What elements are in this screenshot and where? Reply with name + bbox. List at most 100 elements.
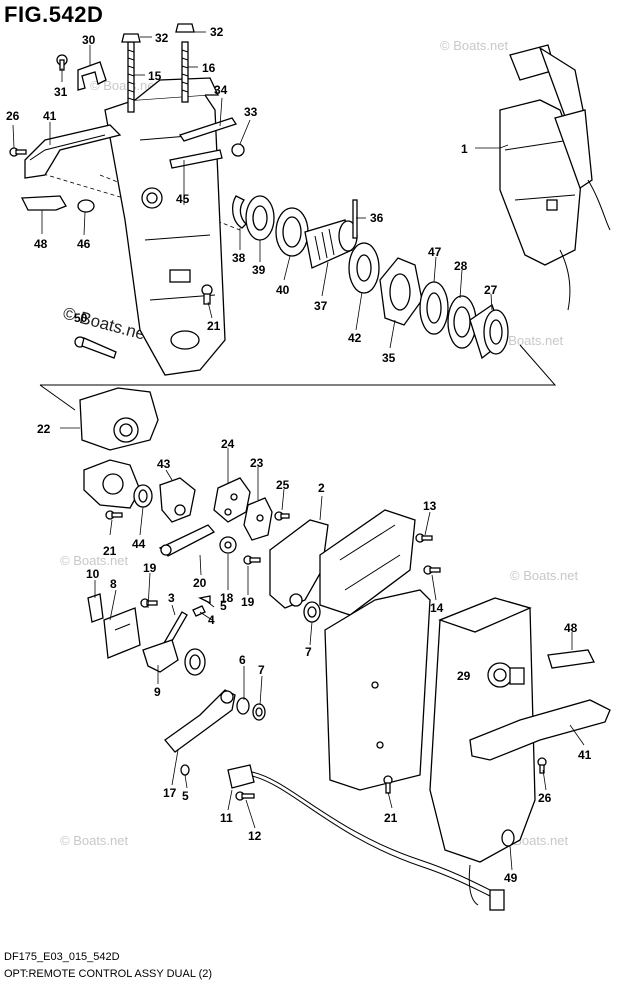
lever-20 [158,524,216,557]
callout-44: 44 [132,537,146,551]
figure-caption: OPT:REMOTE CONTROL ASSY DUAL (2) [4,968,213,980]
watermark-text: © Boats.net [440,38,509,53]
callout-24: 24 [221,437,235,451]
callout-31: 31 [54,85,68,99]
cam-35 [379,257,423,326]
bolt-21-lower-left [105,510,123,520]
section-divider [39,384,76,411]
stud-16 [175,23,195,103]
callout-45: 45 [176,192,190,206]
callout-7: 7 [258,663,265,677]
callout-49: 49 [504,871,518,885]
bushing-29 [184,648,206,676]
watermark-text: © Boats.net [60,553,129,568]
washer-39 [245,195,275,241]
leader-lines [12,31,585,871]
rod-34 [178,117,238,142]
bracket-arm-41 [24,124,122,179]
callout-20: 20 [193,576,207,590]
bushing-49 [501,829,515,847]
bolt-25 [274,511,290,521]
callout-21: 21 [384,811,398,825]
callout-46: 46 [77,237,91,251]
callout-38: 38 [232,251,246,265]
callout-5: 5 [182,789,189,803]
callout-30: 30 [82,33,96,47]
callout-35: 35 [382,351,396,365]
callout-13: 13 [423,499,437,513]
callout-32: 32 [155,31,169,45]
callout-4: 4 [208,613,215,627]
callout-16: 16 [202,61,216,75]
callout-36: 36 [370,211,384,225]
bolt-26-upper [9,147,27,157]
remote-control-unit-1 [499,44,611,311]
housing-part-lower [83,459,141,509]
bracket-10 [87,593,104,623]
bolt-21-lower-mid [383,775,393,794]
plate-48-lower [547,649,595,669]
collar-28 [447,295,477,349]
callout-19: 19 [241,595,255,609]
bracket-8 [103,607,141,659]
cap-27 [469,303,509,360]
bolt-14 [423,565,441,575]
callout-26: 26 [6,109,20,123]
bolt-19-left [140,598,158,608]
housing-plate-22 [79,387,159,451]
screw-12 [235,791,255,801]
callout-41: 41 [578,748,592,762]
callout-19: 19 [143,561,157,575]
plate-48-upper [20,195,67,211]
bushing-46 [77,199,95,213]
bolt-26-lower [537,757,547,774]
washer-42 [348,242,380,294]
pin-36 [352,199,358,239]
callout-5: 5 [220,599,227,613]
bolt-31 [56,54,68,71]
bushing-44 [133,484,153,508]
callout-37: 37 [314,299,328,313]
callout-29: 29 [457,669,471,683]
callout-3: 3 [168,591,175,605]
callout-27: 27 [484,283,498,297]
clip-5-upper [198,595,211,605]
callout-11: 11 [220,811,233,825]
callout-21: 21 [207,319,221,333]
callout-41: 41 [43,109,57,123]
callout-9: 9 [154,685,161,699]
clip-30 [77,61,107,91]
callout-48: 48 [564,621,578,635]
callout-7: 7 [305,645,312,659]
lever-arm-17 [164,689,236,753]
callout-47: 47 [428,245,442,259]
clip-4 [192,605,206,617]
bracket-arm-41-lower [469,699,611,761]
spring-clip-38 [231,195,247,229]
shaft-37 [304,219,358,269]
bolt-13 [415,533,433,543]
stud-15 [121,33,141,113]
callout-21: 21 [103,544,117,558]
ring-47 [419,281,449,335]
control-box-lower [429,597,536,906]
figure-code: DF175_E03_015_542D [4,951,120,963]
callout-17: 17 [163,786,177,800]
callout-33: 33 [244,105,258,119]
lever-2 [269,519,329,609]
callout-25: 25 [276,478,290,492]
washer-18 [219,536,237,554]
callout-15: 15 [148,69,162,83]
callout-40: 40 [276,283,290,297]
cam-plate-23 [243,497,273,541]
bracket-43 [159,477,196,523]
washer-6 [236,697,250,715]
watermark-text: © Boats.net [495,333,564,348]
washer-7-mid [303,601,321,623]
watermark-text: © Boats.net [510,568,579,583]
callout-2: 2 [318,481,325,495]
cam-plate-24 [213,477,251,523]
callout-48: 48 [34,237,48,251]
cap-33 [231,143,245,157]
callout-23: 23 [250,456,264,470]
